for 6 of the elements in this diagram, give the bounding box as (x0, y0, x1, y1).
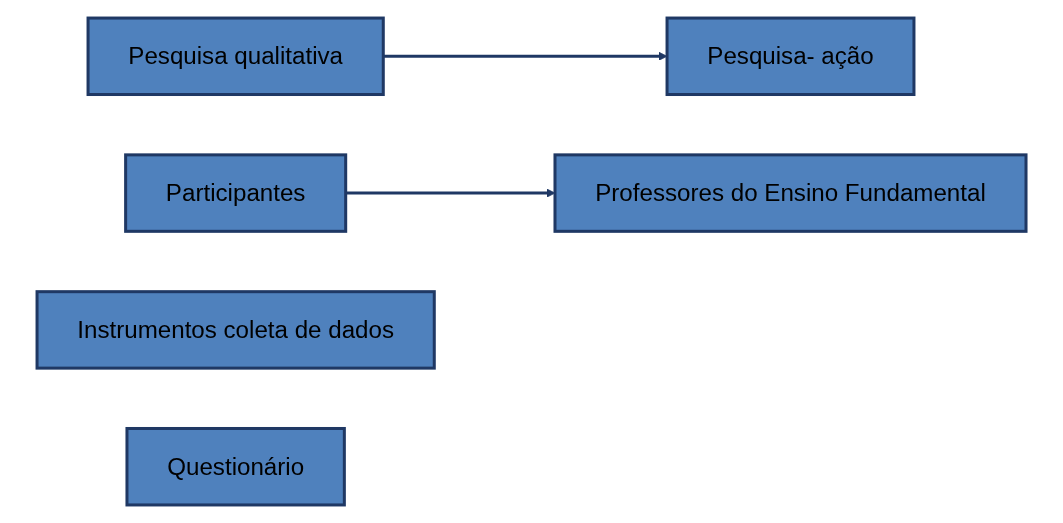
node-box: Pesquisa- ação (665, 16, 916, 97)
node-box: Questionário (125, 427, 346, 507)
node-box: Participantes (124, 153, 348, 233)
node-box: Pesquisa qualitativa (86, 16, 385, 97)
node-box: Professores do Ensino Fundamental (553, 153, 1028, 233)
node-box: Instrumentos coleta de dados (35, 290, 436, 370)
